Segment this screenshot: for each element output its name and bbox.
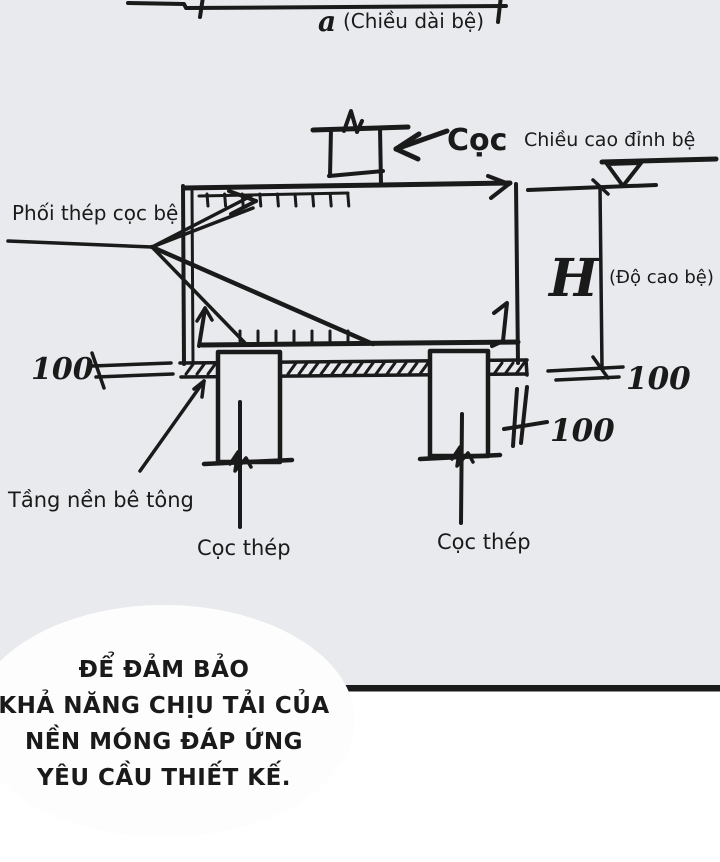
- rebar-leader: [6, 239, 154, 249]
- dim-100-left-label: 100: [31, 352, 94, 387]
- speech-bubble-text-line: KHẢ NĂNG CHỊU TẢI CỦA: [0, 689, 330, 719]
- speech-bubble-text-line: NỀN MÓNG ĐÁP ỨNG: [25, 724, 303, 755]
- lean-concrete-label: Tầng nền bê tông: [7, 488, 194, 512]
- hook-bar: [490, 301, 509, 348]
- lean-concrete-leader: [138, 379, 206, 473]
- main-cap-box: [181, 174, 521, 366]
- h-label: (Độ cao bệ): [609, 267, 714, 288]
- steel-pile-label-right: Cọc thép: [437, 530, 531, 554]
- coc-arrow: [393, 128, 450, 162]
- pile-left-centerline: [228, 400, 253, 529]
- steel-pile-label-left: Cọc thép: [197, 536, 291, 560]
- dim-label-a: (Chiều dài bệ): [343, 9, 484, 33]
- top-rebar-ticks: [205, 192, 351, 208]
- dim-100-embed-label: 100: [550, 413, 615, 449]
- speech-bubble-text-line: ĐỂ ĐẢM BẢO: [79, 652, 250, 683]
- pile-top-sketch: [310, 109, 411, 186]
- dim-100-right-label: 100: [626, 361, 691, 397]
- dim-line-a: [126, 0, 508, 24]
- level-symbol: [526, 156, 719, 192]
- rebar-label: Phối thép cọc bệ: [12, 201, 178, 225]
- speech-bubble: [0, 605, 355, 837]
- dim-100-left-marks: [90, 351, 175, 390]
- dim-100-right-marks: [546, 365, 625, 382]
- coc-label: Cọc: [447, 123, 507, 158]
- embed-mark: [502, 385, 549, 448]
- panel-border: [0, 685, 720, 692]
- dim-symbol-a: a: [318, 5, 336, 38]
- cap-top-level-label: Chiều cao đỉnh bệ: [524, 129, 695, 151]
- h-symbol: H: [547, 248, 600, 309]
- pile-left: [201, 349, 295, 467]
- pile-right-centerline: [450, 412, 475, 525]
- base-hatching: [184, 361, 526, 376]
- rebar-fan-lines: [6, 189, 376, 348]
- speech-bubble-text-line: YÊU CẦU THIẾT KẾ.: [36, 760, 291, 791]
